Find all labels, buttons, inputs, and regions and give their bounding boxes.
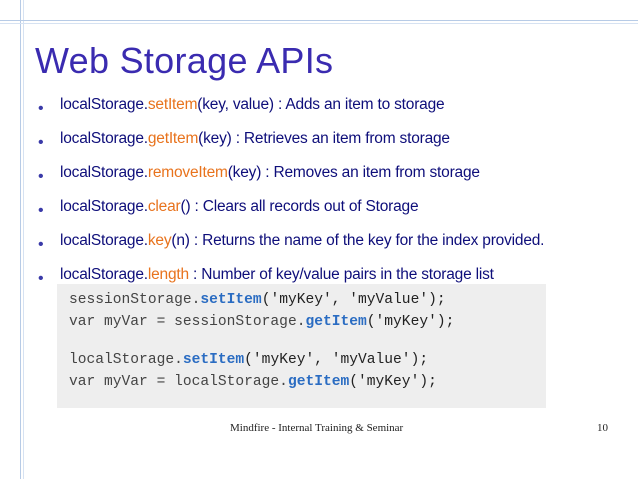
bullet-method: setItem (147, 96, 198, 113)
page-number: 10 (597, 422, 608, 434)
bullet-method: removeItem (147, 164, 228, 181)
code-snippet: sessionStorage.setItem('myKey', 'myValue… (57, 284, 546, 408)
bullet-dot-icon: • (38, 236, 44, 253)
code-args: ('myKey'); (349, 374, 437, 390)
code-line: var myVar = localStorage.getItem('myKey'… (69, 374, 437, 390)
code-args: ('myKey', 'myValue'); (244, 352, 429, 368)
bullet-item: • localStorage.length : Number of key/val… (38, 264, 544, 298)
code-method: setItem (200, 292, 262, 308)
bullet-method: key (147, 232, 172, 249)
bullet-item: • localStorage.key(n) : Returns the name … (38, 230, 544, 264)
bullet-method: getItem (147, 130, 199, 147)
bullet-dot-icon: • (38, 168, 44, 185)
code-method: setItem (182, 352, 245, 368)
bullet-prefix: localStorage. (60, 96, 148, 113)
bullet-dot-icon: • (38, 270, 44, 287)
code-line: var myVar = sessionStorage.getItem('myKe… (69, 314, 454, 330)
code-text: sessionStorage. (69, 292, 201, 308)
bullet-description: (key, value) : Adds an item to storage (197, 96, 445, 113)
bullet-prefix: localStorage. (60, 198, 148, 215)
bullet-item: • localStorage.setItem(key, value) : Adds… (38, 94, 544, 128)
bullet-item: • localStorage.getItem(key) : Retrieves a… (38, 128, 544, 162)
bullet-prefix: localStorage. (60, 130, 148, 147)
code-args: ('myKey'); (366, 314, 455, 330)
footer-text: Mindfire - Internal Training & Seminar (230, 422, 404, 434)
bullet-description: (key) : Retrieves an item from storage (198, 130, 450, 147)
frame-line-horizontal-inner (0, 23, 638, 24)
bullet-item: • localStorage.removeItem(key) : Removes … (38, 162, 544, 196)
bullet-item: • localStorage.clear() : Clears all recor… (38, 196, 544, 230)
bullet-prefix: localStorage. (60, 164, 148, 181)
code-method: getItem (305, 314, 367, 330)
bullet-description: (key) : Removes an item from storage (227, 164, 480, 181)
bullet-method: clear (147, 198, 181, 215)
bullet-description: () : Clears all records out of Storage (180, 198, 419, 215)
bullet-dot-icon: • (38, 100, 44, 117)
frame-line-vertical (20, 0, 21, 479)
code-args: ('myKey', 'myValue'); (261, 292, 446, 308)
bullet-prefix: localStorage. (60, 266, 148, 283)
code-line: sessionStorage.setItem('myKey', 'myValue… (69, 292, 446, 308)
bullet-list: •localStorage.setItem(key, value) : Adds… (38, 94, 544, 298)
code-text: var myVar = localStorage. (69, 374, 288, 390)
bullet-description: (n) : Returns the name of the key for th… (171, 232, 545, 249)
frame-line-horizontal (0, 20, 638, 21)
bullet-dot-icon: • (38, 134, 44, 151)
code-text: localStorage. (69, 352, 183, 368)
slide-title: Web Storage APIs (35, 40, 334, 81)
code-line: localStorage.setItem('myKey', 'myValue')… (69, 352, 428, 368)
bullet-method: length (147, 266, 189, 283)
code-method: getItem (287, 374, 350, 390)
frame-line-vertical-inner (23, 0, 24, 479)
code-text: var myVar = sessionStorage. (69, 314, 306, 330)
bullet-prefix: localStorage. (60, 232, 148, 249)
bullet-description: : Number of key/value pairs in the stora… (188, 266, 494, 283)
bullet-dot-icon: • (38, 202, 44, 219)
